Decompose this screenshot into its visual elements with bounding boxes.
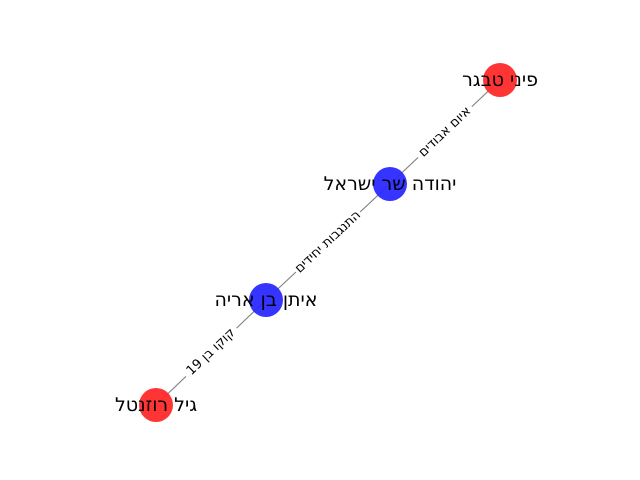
node-labels-layer: פיני טבגר יהודה שר ישראל איתן בן אריה גי… — [115, 69, 538, 416]
edge-label-yehuda-eitan: התנגבות יחידים — [292, 208, 364, 277]
node-label-gil: גיל רוזנטל — [115, 394, 197, 416]
edge-label-bg — [411, 100, 479, 164]
node-label-pini: פיני טבגר — [462, 69, 538, 91]
node-label-eitan: איתן בן אריה — [215, 289, 318, 311]
node-gil[interactable] — [139, 388, 173, 422]
edge-label-bg — [289, 205, 367, 279]
nodes-layer — [139, 63, 517, 422]
node-eitan[interactable] — [249, 283, 283, 317]
edge-labels-layer: איום אבודים התנגבות יחידים קוקו בן 19 — [179, 100, 479, 383]
node-pini[interactable] — [483, 63, 517, 97]
node-label-yehuda: יהודה שר ישראל — [324, 173, 457, 195]
edge-label-eitan-gil: קוקו בן 19 — [184, 325, 239, 378]
node-yehuda[interactable] — [373, 167, 407, 201]
edge-label-bg — [179, 321, 243, 383]
edge-label-pini-yehuda: איום אבודים — [416, 104, 474, 160]
